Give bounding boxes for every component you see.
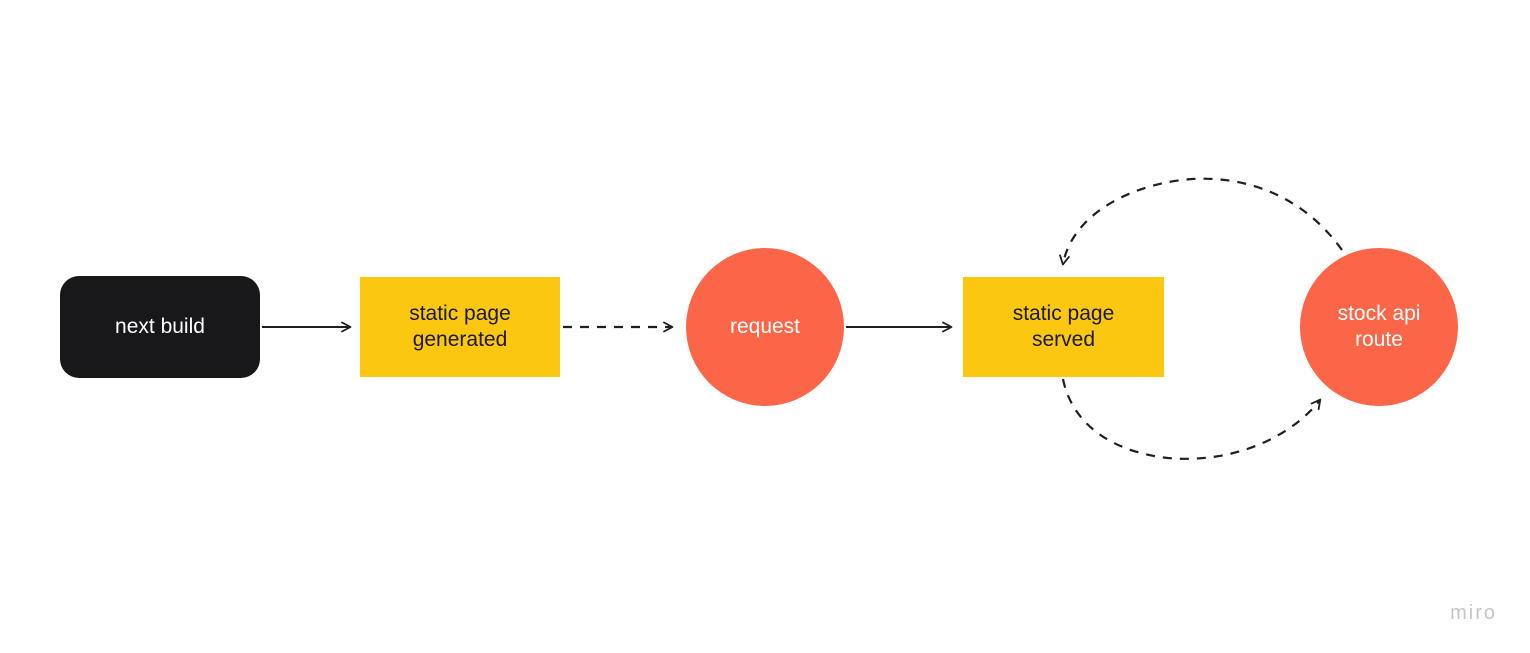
node-stock-api-route[interactable]: stock api route <box>1300 248 1458 406</box>
edge-stock-api-route-to-static-page-served[interactable] <box>1059 177 1343 266</box>
node-static-page-served-label: static page served <box>1012 302 1115 351</box>
node-next-build[interactable]: next build <box>60 276 260 378</box>
node-next-build-label: next build <box>115 315 205 338</box>
node-request-label: request <box>729 315 801 338</box>
node-static-page-served[interactable]: static page served <box>963 277 1164 377</box>
miro-watermark: miro <box>1450 602 1497 624</box>
node-static-page-generated-label: static page generated <box>409 302 511 351</box>
edge-static-page-served-to-stock-api-route[interactable] <box>1061 378 1322 460</box>
node-static-page-generated[interactable]: static page generated <box>360 277 560 377</box>
node-stock-api-route-label: stock api route <box>1337 302 1421 351</box>
node-request[interactable]: request <box>686 248 844 406</box>
